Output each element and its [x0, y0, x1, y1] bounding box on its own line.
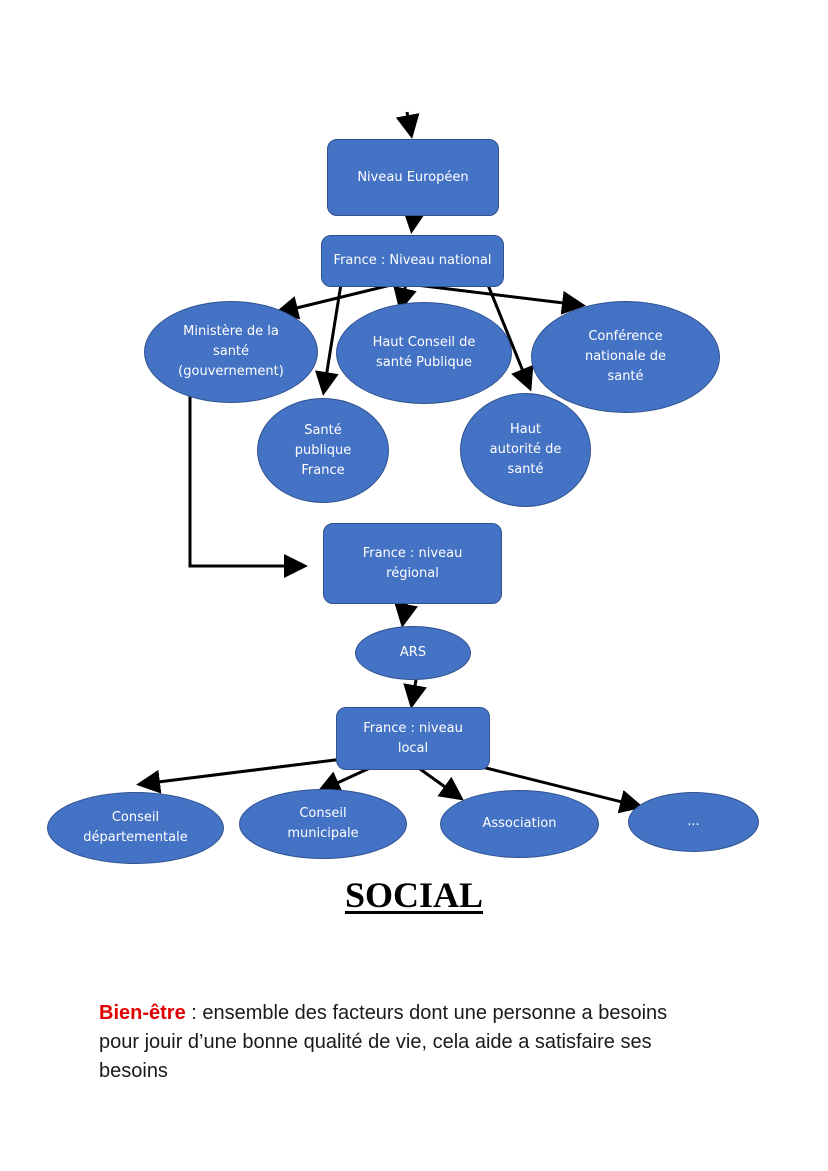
arrow-national-haut-conseil [393, 283, 417, 312]
node-conference-nationale-sante: Conférence nationale de santé [531, 301, 720, 413]
arrow-national-spf [315, 283, 343, 396]
node-haut-conseil-sante-publique: Haut Conseil de santé Publique [336, 302, 512, 404]
node-conseil-municipale: Conseil municipale [239, 789, 407, 859]
arrow-ars-local [403, 679, 427, 709]
node-conseil-departementale: Conseil départementale [47, 792, 224, 864]
arrow-local-cons-dep [136, 757, 344, 794]
node-niveau-local: France : niveau local [336, 707, 490, 770]
node-niveau-regional: France : niveau régional [323, 523, 502, 604]
arrow-national-has [484, 279, 534, 392]
arrow-local-etc [477, 764, 644, 814]
node-haute-autorite-sante: Haut autorité de santé [460, 393, 591, 507]
node-etc: ... [628, 792, 759, 852]
definition-text: : ensemble des facteurs dont une personn… [99, 1002, 668, 1082]
node-sante-publique-france: Santé publique France [257, 398, 389, 503]
definition-term: Bien-être [99, 1002, 186, 1024]
section-title: SOCIAL [344, 875, 484, 915]
node-ministere-sante: Ministère de la santé (gouvernement) [144, 301, 318, 403]
node-association: Association [440, 790, 599, 858]
arrow-local-cons-mun [316, 765, 373, 794]
arrow-local-association [419, 767, 464, 801]
definition-paragraph: Bien-être : ensemble des facteurs dont u… [99, 999, 689, 1086]
arrow-ministere-regional [188, 395, 308, 578]
node-niveau-europeen: Niveau Européen [327, 139, 499, 216]
node-ars: ARS [355, 626, 471, 680]
arrow-into-europeen [395, 111, 420, 139]
node-niveau-national: France : Niveau national [321, 235, 504, 287]
arrow-national-conference [407, 282, 586, 315]
